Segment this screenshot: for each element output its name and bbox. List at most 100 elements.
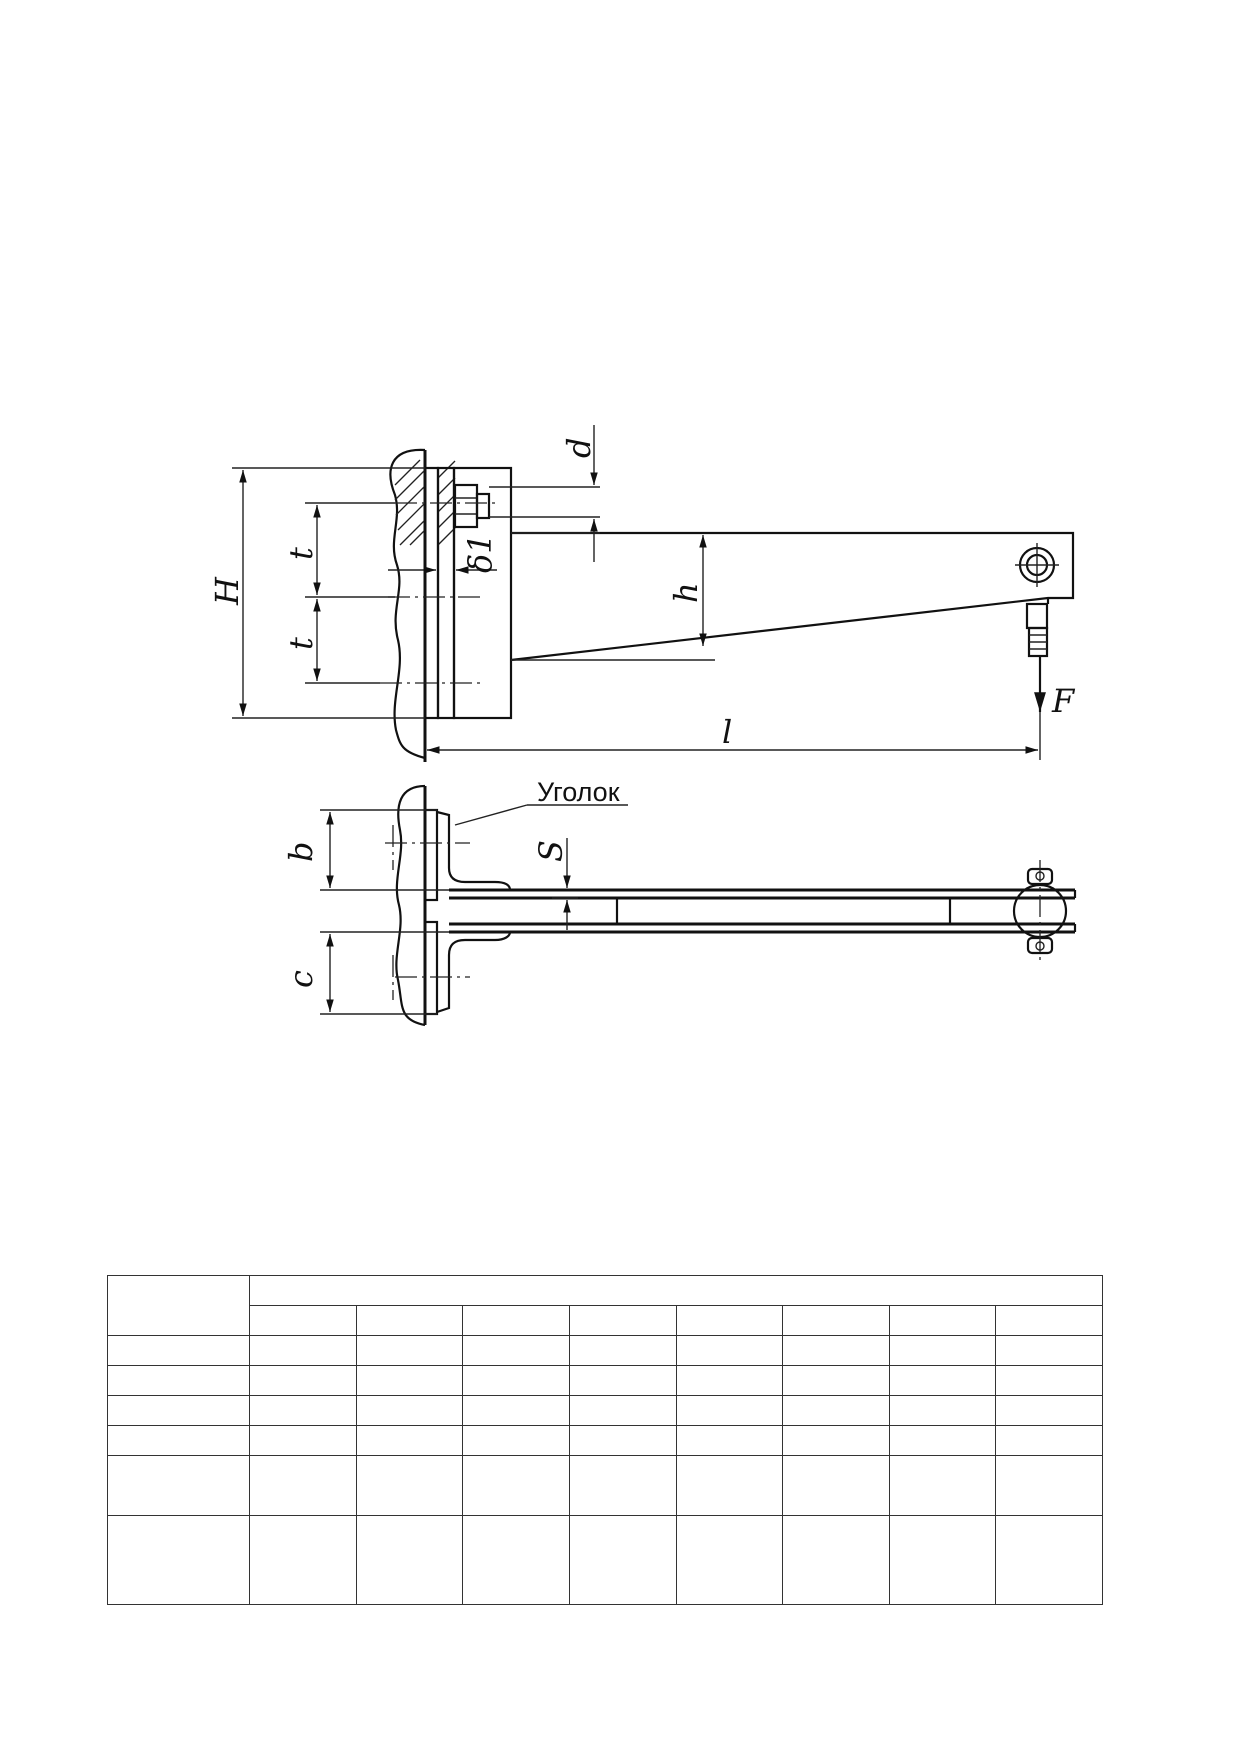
table-cell [107, 1395, 250, 1426]
table-cell [888, 1395, 997, 1426]
table-cell [462, 1395, 570, 1426]
table-cell [568, 1455, 677, 1516]
angle-flange [436, 466, 456, 720]
label-t-upper: t [282, 547, 320, 560]
table-cell [995, 1425, 1103, 1456]
bolt-end [475, 492, 491, 520]
table-row [107, 1275, 1103, 1336]
table-cell [107, 1335, 250, 1366]
table-cell [462, 1425, 570, 1456]
front-view [232, 425, 1075, 762]
bolt-nut [453, 483, 479, 529]
table-cell [675, 1515, 784, 1605]
table-cell [568, 1515, 677, 1605]
label-S: S [532, 840, 570, 862]
table-cell [249, 1335, 357, 1366]
table-cell [995, 1305, 1103, 1336]
table-cell [355, 1305, 464, 1336]
label-b: b [282, 842, 320, 862]
table-cell [675, 1455, 784, 1516]
label-l: l [722, 713, 732, 751]
table-cell [782, 1305, 890, 1336]
label-d: d [560, 438, 598, 458]
table-cell [107, 1455, 250, 1516]
label-c: c [282, 970, 320, 988]
table-cell [462, 1515, 570, 1605]
wall-hatching [394, 459, 456, 546]
table-cell [675, 1425, 784, 1456]
table-cell [568, 1395, 677, 1426]
angle-leader [454, 804, 528, 826]
table-cell [355, 1335, 464, 1366]
table-cell [462, 1365, 570, 1396]
table-cell [462, 1455, 570, 1516]
table-header-cell [249, 1275, 1103, 1306]
table-cell [782, 1395, 890, 1426]
table-cell [249, 1425, 357, 1456]
table-cell [107, 1515, 250, 1605]
table-cell [675, 1335, 784, 1366]
label-F: F [1051, 682, 1076, 720]
table-row [108, 1305, 1103, 1336]
table-cell [355, 1455, 464, 1516]
upper-angle [436, 810, 512, 891]
table-cell [888, 1365, 997, 1396]
table-cell [249, 1455, 357, 1516]
table-cell [888, 1305, 997, 1336]
plan-view [320, 784, 1077, 1027]
table-cell [782, 1425, 890, 1456]
table-cell [995, 1515, 1103, 1605]
wall-break-line [389, 448, 426, 760]
table-cell [675, 1395, 784, 1426]
table-row [107, 1515, 1103, 1605]
label-angle: Уголок [537, 777, 620, 807]
hanger-stud [1025, 602, 1049, 630]
table-cell [249, 1365, 357, 1396]
table-row [107, 1425, 1103, 1456]
table-cell [249, 1515, 357, 1605]
plan-wall-break [395, 784, 426, 1027]
spec-table [107, 1275, 1103, 1605]
table-cell [995, 1455, 1103, 1516]
table-cell [568, 1425, 677, 1456]
label-delta1: δ1 [461, 533, 499, 573]
label-H: H [208, 576, 246, 606]
table-cell [888, 1335, 997, 1366]
table-cell [782, 1365, 890, 1396]
label-h: h [667, 582, 705, 603]
table-cell [888, 1455, 997, 1516]
table-cell [355, 1515, 464, 1605]
table-cell [107, 1425, 250, 1456]
cantilever-arm [510, 531, 1075, 662]
bracket-plate [452, 466, 513, 720]
table-cell [888, 1425, 997, 1456]
dimension-labels: d H t t δ1 h F l Уголок S b c [208, 438, 1076, 988]
table-cell [249, 1395, 357, 1426]
table-cell [675, 1305, 784, 1336]
table-cell [675, 1365, 784, 1396]
table-row [107, 1335, 1103, 1366]
table-header-cell [107, 1275, 250, 1336]
table-row [107, 1455, 1103, 1516]
table-cell [995, 1365, 1103, 1396]
table-cell [462, 1335, 570, 1366]
table-cell [782, 1335, 890, 1366]
table-cell [888, 1515, 997, 1605]
lower-angle [436, 931, 512, 1014]
table-cell [355, 1395, 464, 1426]
table-row [107, 1365, 1103, 1396]
table-cell [568, 1365, 677, 1396]
label-t-lower: t [282, 637, 320, 650]
table-cell [782, 1515, 890, 1605]
table-cell [568, 1305, 677, 1336]
wall-plate [423, 466, 440, 720]
table-row [107, 1395, 1103, 1426]
table-cell [355, 1425, 464, 1456]
table-cell [995, 1335, 1103, 1366]
table-cell [782, 1455, 890, 1516]
table-cell [355, 1365, 464, 1396]
table-cell [568, 1335, 677, 1366]
table-cell [249, 1305, 357, 1336]
table-cell [107, 1365, 250, 1396]
